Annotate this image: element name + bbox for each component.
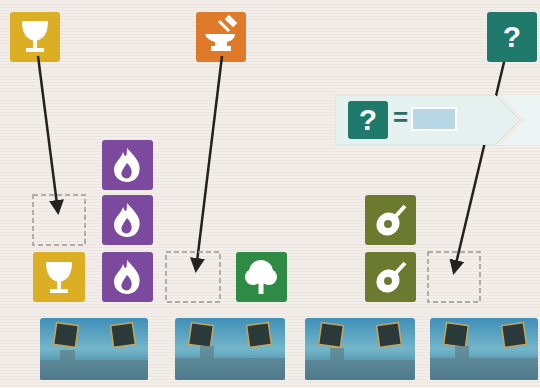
rule-callout: =? — [335, 95, 540, 145]
question-tile: ? — [348, 101, 388, 139]
question-tile: ? — [487, 12, 537, 62]
equals-sign: = — [393, 104, 408, 130]
question-mark: ? — [503, 22, 521, 52]
question-mark: ? — [359, 105, 377, 135]
